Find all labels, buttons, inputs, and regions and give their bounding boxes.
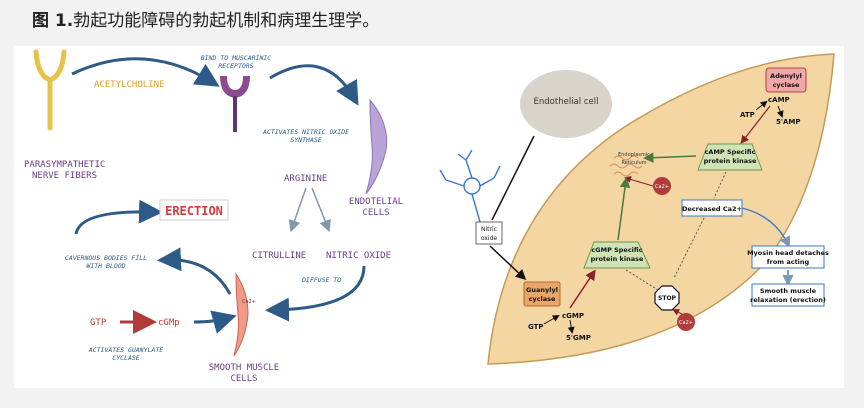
cgmp-to-5gmp-arrow: [567, 319, 575, 334]
acetylcholine-label: ACETYLCHOLINE: [94, 80, 164, 90]
smooth-muscle-cell-shape: [233, 272, 249, 357]
five-gmp-label: 5'GMP: [566, 334, 591, 342]
camp-label: cAMP: [768, 96, 790, 104]
figure-svg: ACETYLCHOLINE BIND TO MUSCARINIC RECEPTO…: [24, 49, 835, 384]
cgmp-to-kinase-arrow: [569, 269, 596, 309]
endothelial-to-no-line: [491, 135, 535, 221]
erection-box: [159, 199, 229, 221]
diffuse-label: DIFFUSE TO: [301, 276, 341, 284]
camp-kinase-box: [697, 143, 763, 171]
nitric-oxide-label: NITRIC OXIDE: [326, 251, 391, 261]
cgmp-kinase-label-1: cGMP Specific: [591, 246, 642, 254]
stop-sign: [654, 285, 680, 311]
endothelial-cell-blob: [520, 70, 612, 138]
activates-gc-label-1: ACTIVATES GUANYLATE: [88, 346, 163, 354]
no-to-guanylyl-arrow: [489, 245, 527, 281]
smooth-to-cavernous-arrow: [157, 247, 232, 295]
parasympathetic-label-2: NERVE FIBERS: [32, 171, 97, 181]
cgmp-label-right: cGMP: [562, 312, 584, 320]
citrulline-label: CITRULLINE: [252, 251, 306, 261]
parasympathetic-label-1: PARASYMPATHETIC: [24, 160, 105, 170]
decreased-ca-label: Decreased Ca2+: [682, 205, 742, 213]
erection-label: ERECTION: [165, 204, 223, 218]
figure-panel: ACETYLCHOLINE BIND TO MUSCARINIC RECEPTO…: [14, 46, 844, 388]
arginine-to-no-arrow: [311, 187, 331, 233]
activates-nos-label-1: ACTIVATES NITRIC OXIDE: [262, 128, 349, 136]
receptor-stem: [233, 96, 237, 132]
guanylyl-cyclase-box: [523, 281, 561, 307]
gtp-label-left: GTP: [90, 318, 107, 328]
ca-to-er-line: [624, 176, 654, 187]
relaxation-box: [751, 283, 825, 307]
relaxation-label-1: Smooth muscle: [760, 287, 817, 295]
myosin-box: [751, 245, 825, 269]
cgmp-kinase-to-er-arrow: [617, 177, 631, 241]
calcium-ion-top-label: Ca2+: [655, 184, 669, 190]
cgmp-kinase-label-2: protein kinase: [591, 255, 644, 263]
smooth-muscle-label-2: CELLS: [230, 374, 257, 384]
erection-arrow: [74, 199, 163, 235]
atp-to-camp-arrow: [755, 100, 768, 111]
endotelial-label-2: CELLS: [362, 208, 389, 218]
camp-to-5amp-arrow: [776, 105, 784, 118]
ca-to-stop-arrow: [672, 309, 683, 316]
smooth-muscle-label-1: SMOOTH MUSCLE: [209, 363, 279, 373]
acetylcholine-arrow: [71, 57, 220, 87]
adenylyl-label-2: cyclase: [773, 81, 800, 89]
figure-caption: 图 1.勃起功能障碍的勃起机制和病理生理学。: [32, 6, 379, 31]
endoplasmic-label-2: Reticulum: [621, 160, 646, 166]
camp-kinase-label-1: cAMP Specific: [705, 148, 756, 156]
camp-to-kinase-arrow: [740, 105, 771, 144]
cgmp-label-left: cGMp: [158, 318, 180, 328]
camp-kinase-label-2: protein kinase: [704, 157, 757, 165]
gtp-label-right: GTP: [528, 323, 544, 331]
cavernous-label-1: CAVERNOUS BODIES FILL: [65, 254, 147, 262]
adenylyl-label-1: Adenylyl: [770, 72, 802, 80]
activates-nos-label-2: SYNTHASE: [290, 136, 321, 144]
relaxation-label-2: relaxation (erection): [750, 296, 826, 304]
decreased-to-stop-dotted: [673, 217, 705, 279]
endoplasmic-reticulum-shape: [609, 155, 643, 177]
five-amp-label: 5'AMP: [776, 118, 801, 126]
calcium-ion-top: [653, 177, 671, 195]
smooth-muscle-ca-label: Ca2+: [242, 299, 256, 305]
gtp-to-cgmp-arrow-right: [543, 315, 560, 325]
bind-receptors-label-1: BIND TO MUSCARINIC: [201, 54, 272, 62]
endothelial-cell-label: Endothelial cell: [534, 97, 599, 107]
cgmp-kinase-box: [583, 241, 651, 269]
muscarinic-receptor-shape: [220, 76, 250, 98]
stop-label: STOP: [658, 295, 677, 302]
calcium-ion-bottom-label: Ca2+: [679, 320, 693, 326]
guanylyl-label-2: cyclase: [529, 295, 556, 303]
atp-label: ATP: [740, 111, 755, 119]
bind-receptors-label-2: RECEPTORS: [218, 62, 253, 70]
no-to-smooth-muscle-arrow: [265, 265, 366, 322]
figure-title: 勃起功能障碍的勃起机制和病理生理学。: [73, 11, 380, 31]
nitric-oxide-box: [475, 221, 503, 245]
nitric-oxide-box-label-1: Nitric: [481, 226, 497, 233]
camp-kinase-to-er-arrow: [643, 152, 697, 163]
figure-number: 图 1.: [32, 11, 74, 31]
endothelial-cell-shape: [365, 98, 388, 195]
decreased-to-myosin-arrow: [741, 207, 790, 248]
myosin-label-2: from acting: [767, 258, 810, 266]
neuron-icon: [439, 149, 501, 239]
myosin-label-1: Myosin head detaches: [747, 249, 829, 257]
cavernous-label-2: WITH BLOOD: [86, 262, 125, 270]
endotelial-label-1: ENDOTELIAL: [349, 197, 403, 207]
camp-kinase-to-decreased-dotted: [713, 171, 727, 199]
adenylyl-cyclase-box: [765, 67, 807, 93]
endoplasmic-label-1: Endoplasmic: [618, 152, 650, 158]
nitric-oxide-box-label-2: oxide: [481, 235, 498, 242]
nerve-fiber-shape: [33, 49, 67, 131]
guanylyl-label-1: Guanylyl: [526, 286, 558, 294]
arginine-to-citrulline-arrow: [288, 187, 307, 233]
receptor-arrow: [269, 64, 359, 106]
arginine-label: ARGININE: [284, 174, 327, 184]
calcium-ion-bottom: [677, 313, 695, 331]
cgmp-to-smooth-arrow: [193, 310, 237, 334]
activates-gc-label-2: CYCLASE: [112, 354, 139, 362]
